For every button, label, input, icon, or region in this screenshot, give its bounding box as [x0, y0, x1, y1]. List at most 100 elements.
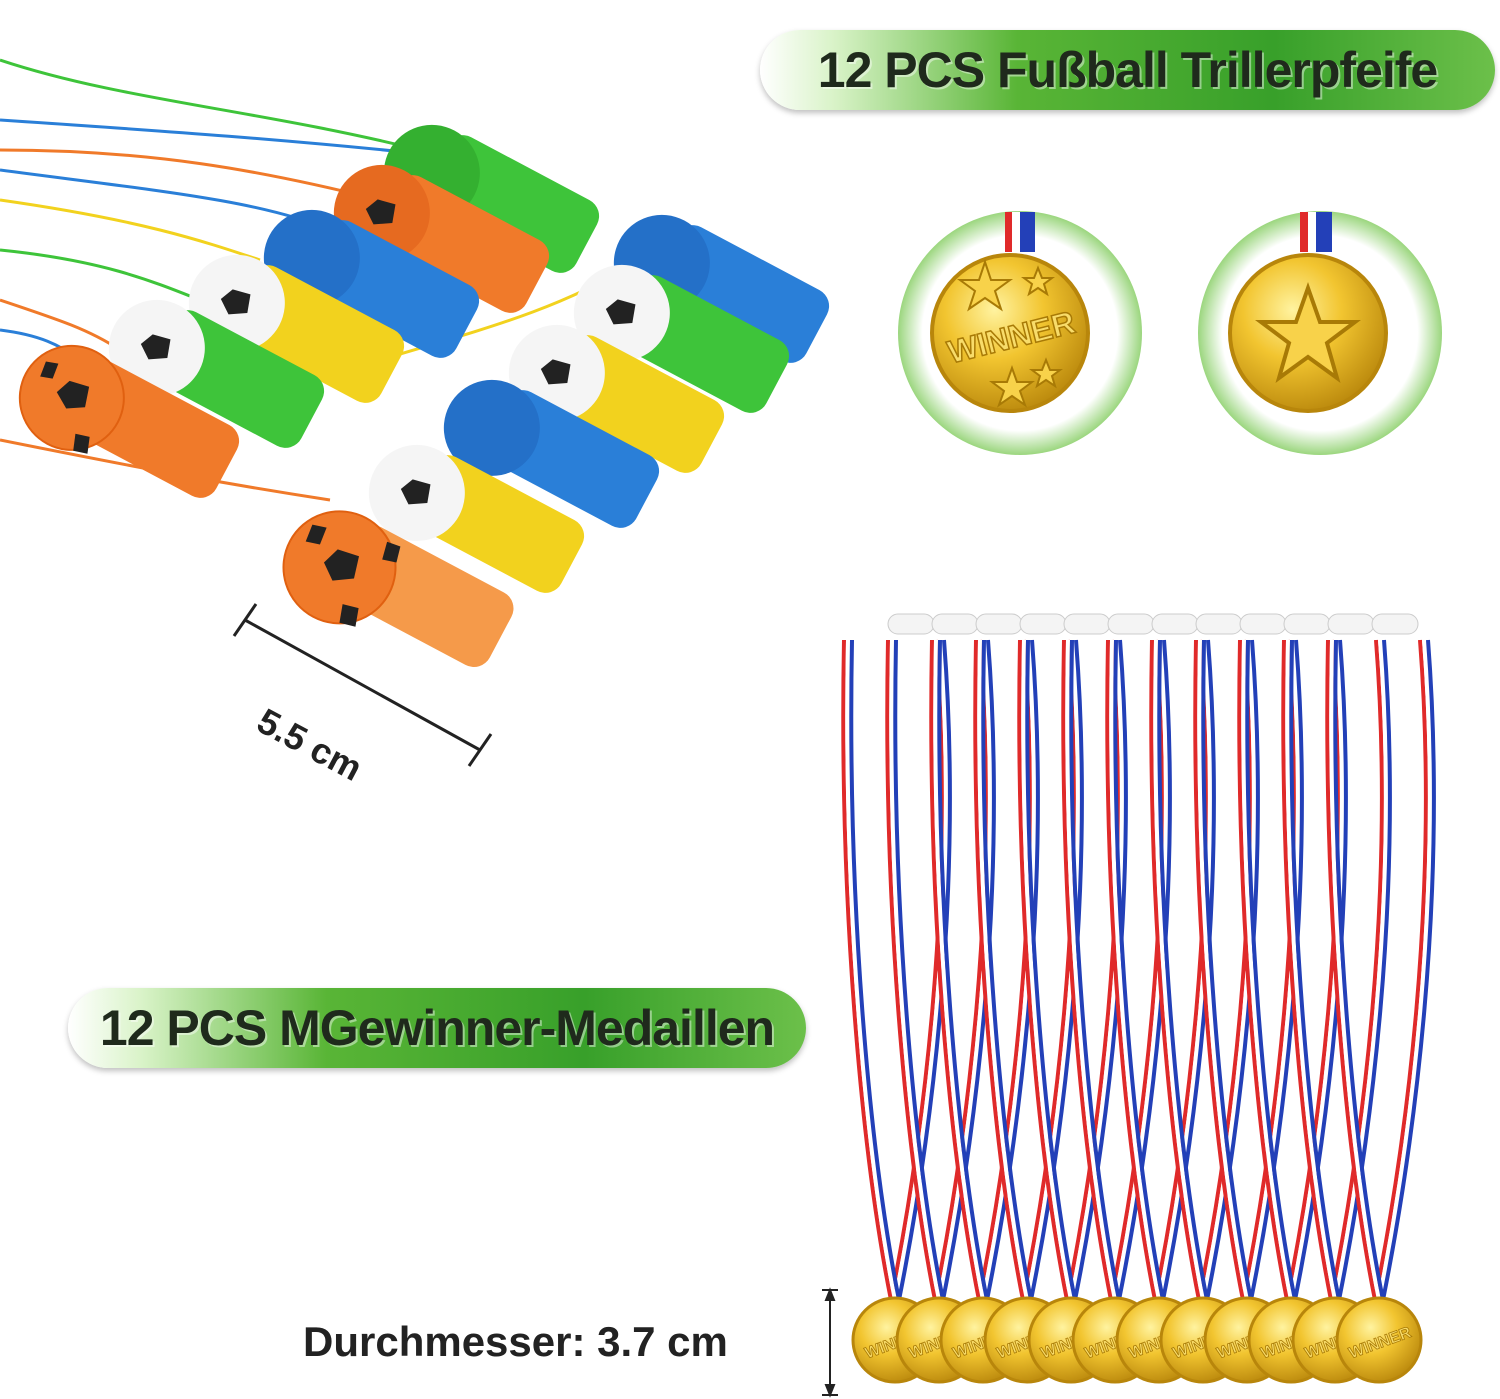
ribbon-clip	[975, 613, 1023, 635]
medal-title-banner: 12 PCS MGewinner-Medaillen	[68, 988, 806, 1068]
ribbon-clip	[1019, 613, 1067, 635]
ribbon-clip	[1107, 613, 1155, 635]
medal-icon: WINNER	[1335, 1296, 1423, 1384]
ribbon-strand	[1161, 639, 1216, 1301]
ribbon-strand	[981, 639, 1033, 1301]
ribbon-strand	[933, 639, 985, 1301]
ribbon-strand	[1329, 639, 1384, 1301]
ribbon-strand	[1113, 639, 1165, 1301]
ribbon-strand	[1245, 639, 1297, 1301]
ribbon-strand	[937, 639, 992, 1301]
whistle-icon	[443, 379, 660, 528]
ribbon-strand	[929, 639, 981, 1301]
ribbon-strand	[1381, 639, 1436, 1301]
ribbon-strand	[1241, 639, 1293, 1301]
ribbon-clip	[1151, 613, 1199, 635]
ribbon-strand	[1069, 639, 1121, 1301]
whistle-icon	[573, 264, 790, 413]
ribbon-strand	[1153, 639, 1205, 1301]
ribbon-strand	[1245, 639, 1300, 1301]
ribbon-strand	[937, 639, 989, 1301]
ribbon-clip	[1239, 613, 1287, 635]
ribbon-clip	[1283, 613, 1331, 635]
ribbon-strand	[885, 639, 937, 1301]
star-icon	[1021, 265, 1055, 297]
ribbon-strand	[1113, 639, 1168, 1301]
ribbon-strand	[1017, 639, 1069, 1301]
ribbon-strand	[1293, 639, 1348, 1301]
whistle-title-banner: 12 PCS Fußball Trillerpfeife	[760, 30, 1495, 110]
medal-title: 12 PCS MGewinner-Medaillen	[99, 1000, 775, 1056]
ribbon-strand	[1333, 639, 1385, 1301]
whistle-icon	[368, 444, 585, 593]
ribbon-strand	[1157, 639, 1209, 1301]
ribbon-clip	[1063, 613, 1111, 635]
ribbon-strand	[897, 639, 952, 1301]
ribbon-strand	[1201, 639, 1256, 1301]
ribbon-strand	[1237, 639, 1289, 1301]
ribbon-strand	[893, 639, 945, 1301]
star-icon	[1029, 357, 1063, 389]
star-icon	[989, 365, 1035, 408]
medal-ribbons	[841, 613, 1436, 1301]
medal-front-view: WINNER	[898, 211, 1142, 455]
ribbon-strand	[1377, 639, 1432, 1301]
whistle-icon	[282, 510, 514, 667]
ribbon-strand	[1029, 639, 1084, 1301]
ribbon-strand	[1333, 639, 1388, 1301]
ribbon-strand	[1289, 639, 1341, 1301]
ribbon-strand	[1157, 639, 1212, 1301]
ribbon-strand	[1281, 639, 1333, 1301]
ribbon-strand	[981, 639, 1036, 1301]
ribbon-strand	[1149, 639, 1201, 1301]
medal-diameter-label: Durchmesser: 3.7 cm	[303, 1318, 728, 1365]
star-icon	[1255, 281, 1361, 384]
ribbon-strand	[1325, 639, 1377, 1301]
ribbon-strand	[1065, 639, 1117, 1301]
ribbon-strand	[1289, 639, 1344, 1301]
whistle-group	[18, 124, 830, 667]
ribbon-strand	[1069, 639, 1124, 1301]
ribbon-strand	[841, 639, 893, 1301]
ribbon-strand	[941, 639, 996, 1301]
whistle-length-marker	[232, 603, 493, 767]
ribbon-strand	[1337, 639, 1392, 1301]
ribbon-strand	[849, 639, 901, 1301]
ribbon-clip	[887, 613, 935, 635]
whistle-title: 12 PCS Fußball Trillerpfeife	[817, 42, 1438, 98]
whistle-icon	[18, 344, 240, 498]
ribbon-strand	[985, 639, 1040, 1301]
ribbon-clip	[1327, 613, 1375, 635]
ribbon-strand	[1249, 639, 1304, 1301]
ribbon-strand	[893, 639, 948, 1301]
ribbon-strand	[1073, 639, 1128, 1301]
ribbon-clip	[1371, 613, 1419, 635]
ribbon-strand	[845, 639, 897, 1301]
ribbon-strand	[1197, 639, 1249, 1301]
ribbon-strand	[889, 639, 941, 1301]
ribbon-strand	[973, 639, 1025, 1301]
ribbon-clip	[1195, 613, 1243, 635]
medal-back-view	[1198, 211, 1442, 455]
medal-row: WINNERWINNERWINNERWINNERWINNERWINNERWINN…	[851, 1296, 1423, 1384]
star-icon	[956, 258, 1014, 312]
ribbon-strand	[1285, 639, 1337, 1301]
ribbon-strand	[1025, 639, 1080, 1301]
ribbon-strand	[1193, 639, 1245, 1301]
ribbon-strand	[1205, 639, 1260, 1301]
ribbon-strand	[1061, 639, 1113, 1301]
medal-diameter-marker	[822, 1287, 838, 1398]
ribbon-strand	[1025, 639, 1077, 1301]
ribbon-strand	[1117, 639, 1172, 1301]
ribbon-strand	[1105, 639, 1157, 1301]
ribbon-strand	[1373, 639, 1428, 1301]
whistle-icon	[108, 299, 325, 448]
ribbon-strand	[977, 639, 1029, 1301]
ribbon-strand	[1201, 639, 1253, 1301]
ribbon-strand	[1109, 639, 1161, 1301]
ribbon-strand	[1021, 639, 1073, 1301]
ribbon-clip	[931, 613, 979, 635]
ribbon-strand	[1329, 639, 1381, 1301]
